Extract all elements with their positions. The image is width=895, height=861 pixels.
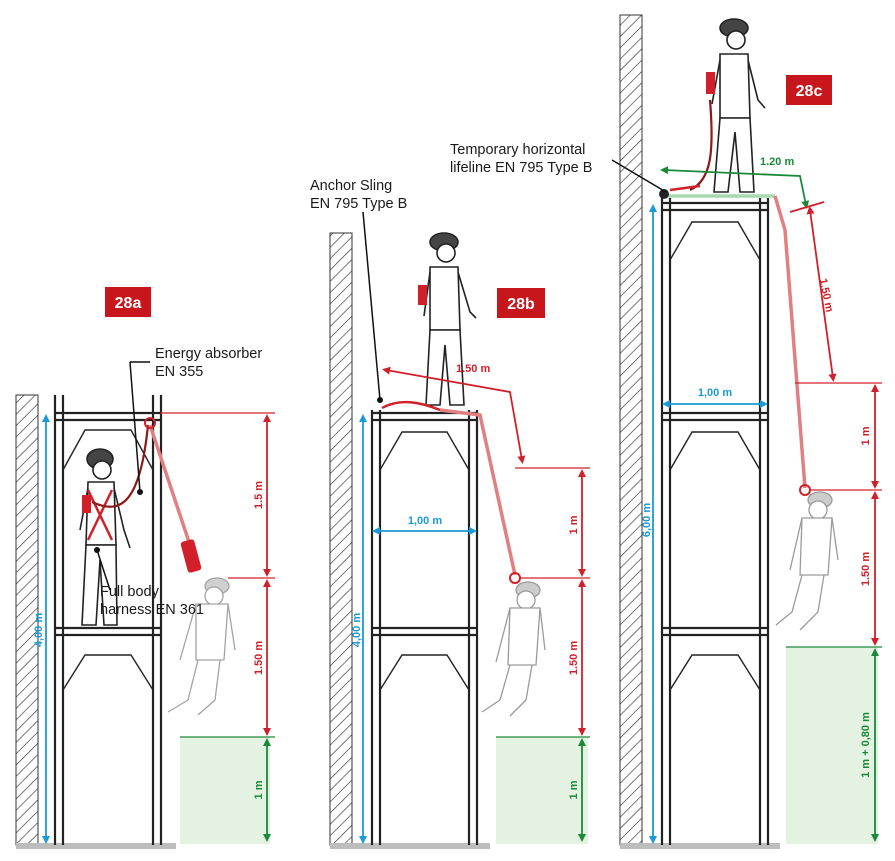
dim-a-clear: 1 m bbox=[253, 780, 265, 799]
dim-c-lanyard: 1.50 m bbox=[817, 277, 836, 313]
ground-c bbox=[620, 843, 780, 849]
dim-b-clear: 1 m bbox=[568, 780, 580, 799]
clearance-zone-b bbox=[496, 737, 588, 844]
panel-28a: 1.5 m 1.50 m 1 m 4,00 m 28a Energy absor… bbox=[15, 287, 275, 849]
dim-b-fall-1: 1 m bbox=[568, 515, 580, 534]
scaffold-c bbox=[660, 198, 770, 845]
falling-worker-c bbox=[775, 491, 839, 631]
falling-worker-a bbox=[167, 577, 236, 716]
label-lifeline-1: Temporary horizontal bbox=[450, 142, 585, 158]
lanyard-c bbox=[773, 195, 807, 489]
ground-a bbox=[16, 843, 176, 849]
wall-hatch-c bbox=[619, 14, 643, 846]
dim-a-height: 4,00 m bbox=[33, 613, 45, 647]
panel-28c: 1.20 m 1.50 m 1 m 1.50 m 1 m + 0,80 m 1,… bbox=[450, 14, 882, 849]
badge-28a-text: 28a bbox=[115, 295, 142, 312]
energy-absorber-a bbox=[148, 424, 192, 546]
badge-28c-text: 28c bbox=[796, 83, 823, 100]
ground-b bbox=[330, 843, 490, 849]
worker-standing-c bbox=[706, 18, 766, 193]
label-harness-1: Full body bbox=[100, 584, 160, 600]
clearance-zone-a bbox=[180, 737, 270, 844]
badge-28b-text: 28b bbox=[507, 296, 535, 313]
dim-c-clear: 1 m + 0,80 m bbox=[860, 712, 872, 778]
wall-hatch-b bbox=[329, 232, 353, 846]
clearance-zone-c bbox=[786, 647, 878, 844]
falling-worker-b bbox=[481, 581, 546, 717]
label-energy-absorber-1: Energy absorber bbox=[155, 346, 262, 362]
dim-c-width: 1,00 m bbox=[698, 387, 732, 399]
dim-b-width: 1,00 m bbox=[408, 515, 442, 527]
dim-c-fall-1: 1 m bbox=[860, 426, 872, 445]
dim-b-lanyard: 1.50 m bbox=[456, 363, 490, 375]
badge-28b bbox=[497, 288, 545, 318]
lanyard-tether-c bbox=[689, 99, 713, 192]
label-harness-2: harness EN 361 bbox=[100, 602, 204, 618]
scaffold-b bbox=[370, 410, 479, 845]
scaffold-a bbox=[53, 395, 163, 845]
dim-a-fall-1: 1.5 m bbox=[253, 481, 265, 509]
dim-a-fall-2: 1.50 m bbox=[253, 641, 265, 675]
label-lifeline-2: lifeline EN 795 Type B bbox=[450, 160, 592, 176]
dim-b-height: 4,00 m bbox=[351, 613, 363, 647]
dim-b-fall-2: 1.50 m bbox=[568, 641, 580, 675]
panel-28b: 1.50 m 1 m 1.50 m 1 m 1,00 m 4,00 m 28b … bbox=[310, 178, 590, 849]
badge-28c bbox=[786, 75, 832, 105]
worker-standing-a bbox=[79, 448, 131, 626]
badge-28a bbox=[105, 287, 151, 317]
label-anchor-sling-1: Anchor Sling bbox=[310, 178, 392, 194]
label-anchor-sling-2: EN 795 Type B bbox=[310, 196, 407, 212]
dim-c-top: 1.20 m bbox=[760, 156, 794, 168]
absorber-pack-a bbox=[180, 539, 202, 573]
lanyard-a bbox=[91, 424, 150, 508]
worker-standing-b bbox=[418, 232, 477, 406]
dim-c-fall-2: 1.50 m bbox=[860, 552, 872, 586]
label-energy-absorber-2: EN 355 bbox=[155, 364, 203, 380]
dim-c-height: 6,00 m bbox=[641, 503, 653, 537]
